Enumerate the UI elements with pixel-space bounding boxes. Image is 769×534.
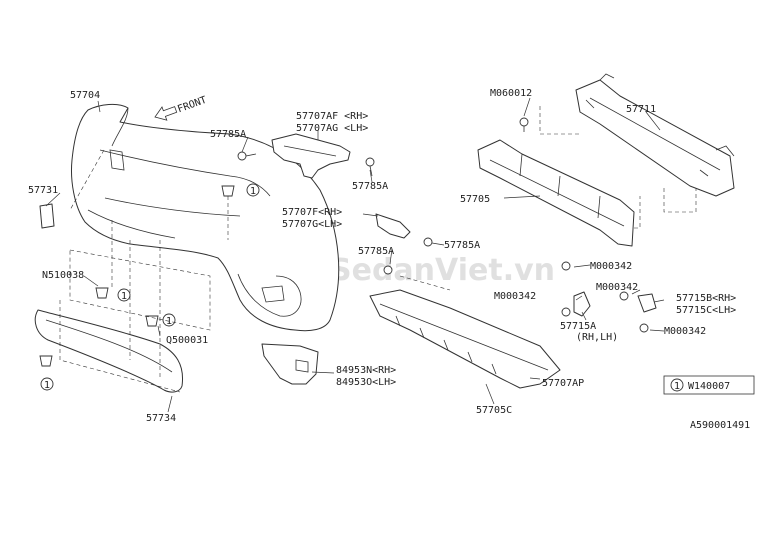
front-label: FRONT [176, 95, 208, 116]
cover-cap-57731 [39, 203, 55, 229]
front-direction-arrow: FRONT [154, 95, 208, 121]
bracket-57707f [375, 213, 411, 239]
label-m000342-1: M000342 [590, 261, 632, 272]
screw-m000342-3 [619, 291, 629, 301]
callout-1-a-text: 1 [250, 186, 256, 197]
bolt-lower: 1 [39, 355, 54, 391]
watermark: SedanViet.vn [330, 253, 555, 288]
clip-57785a-3 [423, 237, 433, 247]
label-57705: 57705 [460, 194, 490, 205]
label-57715b: 57715B<RH> [676, 293, 736, 304]
screw-m000342-2 [561, 307, 571, 317]
fog-cover-84953 [261, 343, 319, 385]
bracket-57715b [637, 293, 657, 313]
bracket-57707af [271, 133, 351, 179]
bolt-upper: 1 [221, 183, 260, 197]
label-57705c: 57705C [476, 405, 512, 416]
label-84953o: 84953O<LH> [336, 377, 396, 388]
clip-57785a-2 [365, 157, 375, 177]
screw-m000342-1 [561, 261, 571, 271]
lower-grille-57734 [34, 309, 184, 393]
label-57715a: 57715A [560, 321, 596, 332]
part-labels: 57704 57731 N510038 57785A 57707AF <RH> … [28, 88, 736, 424]
leader-lines [45, 97, 665, 413]
bumper-face-57704 [71, 103, 340, 332]
label-m000342-4: M000342 [664, 326, 706, 337]
label-57707f: 57707F<RH> [282, 207, 342, 218]
legend-symbol: 1 [674, 381, 680, 392]
label-57707g: 57707G<LH> [282, 219, 342, 230]
label-n510038: N510038 [42, 270, 84, 281]
energy-absorber-57705 [477, 139, 635, 247]
label-57785a-3: 57785A [358, 246, 394, 257]
label-57715a-sub: (RH,LH) [576, 332, 618, 343]
callout-1-a [246, 183, 260, 197]
legend-box: 1 W140007 [663, 375, 755, 395]
label-84953n: 84953N<RH> [336, 365, 396, 376]
screw-m000342-4 [639, 323, 649, 333]
legend-code: W140007 [688, 381, 730, 392]
clip-57785a-4 [383, 265, 393, 275]
label-57707ap: 57707AP [542, 378, 584, 389]
label-m000342-2: M000342 [494, 291, 536, 302]
diagram-code: A590001491 [690, 420, 750, 431]
label-57715c: 57715C<LH> [676, 305, 736, 316]
label-57785a-4: 57785A [444, 240, 480, 251]
label-57785a-2: 57785A [352, 181, 388, 192]
nut-n510038: 1 [95, 287, 131, 302]
lower-beam-57705c [369, 289, 561, 389]
label-57707ag: 57707AG <LH> [296, 123, 368, 134]
bracket-57715a [573, 291, 591, 317]
label-57711: 57711 [626, 104, 656, 115]
bolt-q500031: 1 [145, 313, 176, 327]
label-57734: 57734 [146, 413, 176, 424]
label-m000342-3: M000342 [596, 282, 638, 293]
screw-m060012 [519, 117, 529, 132]
label-57785a-1: 57785A [210, 129, 246, 140]
reinforcement-beam-57711 [575, 73, 735, 197]
label-m060012: M060012 [490, 88, 532, 99]
callout-1-b-text: 1 [121, 291, 127, 302]
label-57704: 57704 [70, 90, 100, 101]
label-57707af: 57707AF <RH> [296, 111, 368, 122]
label-57731: 57731 [28, 185, 58, 196]
callout-1-d-text: 1 [44, 380, 50, 391]
label-q500031: Q500031 [166, 335, 208, 346]
